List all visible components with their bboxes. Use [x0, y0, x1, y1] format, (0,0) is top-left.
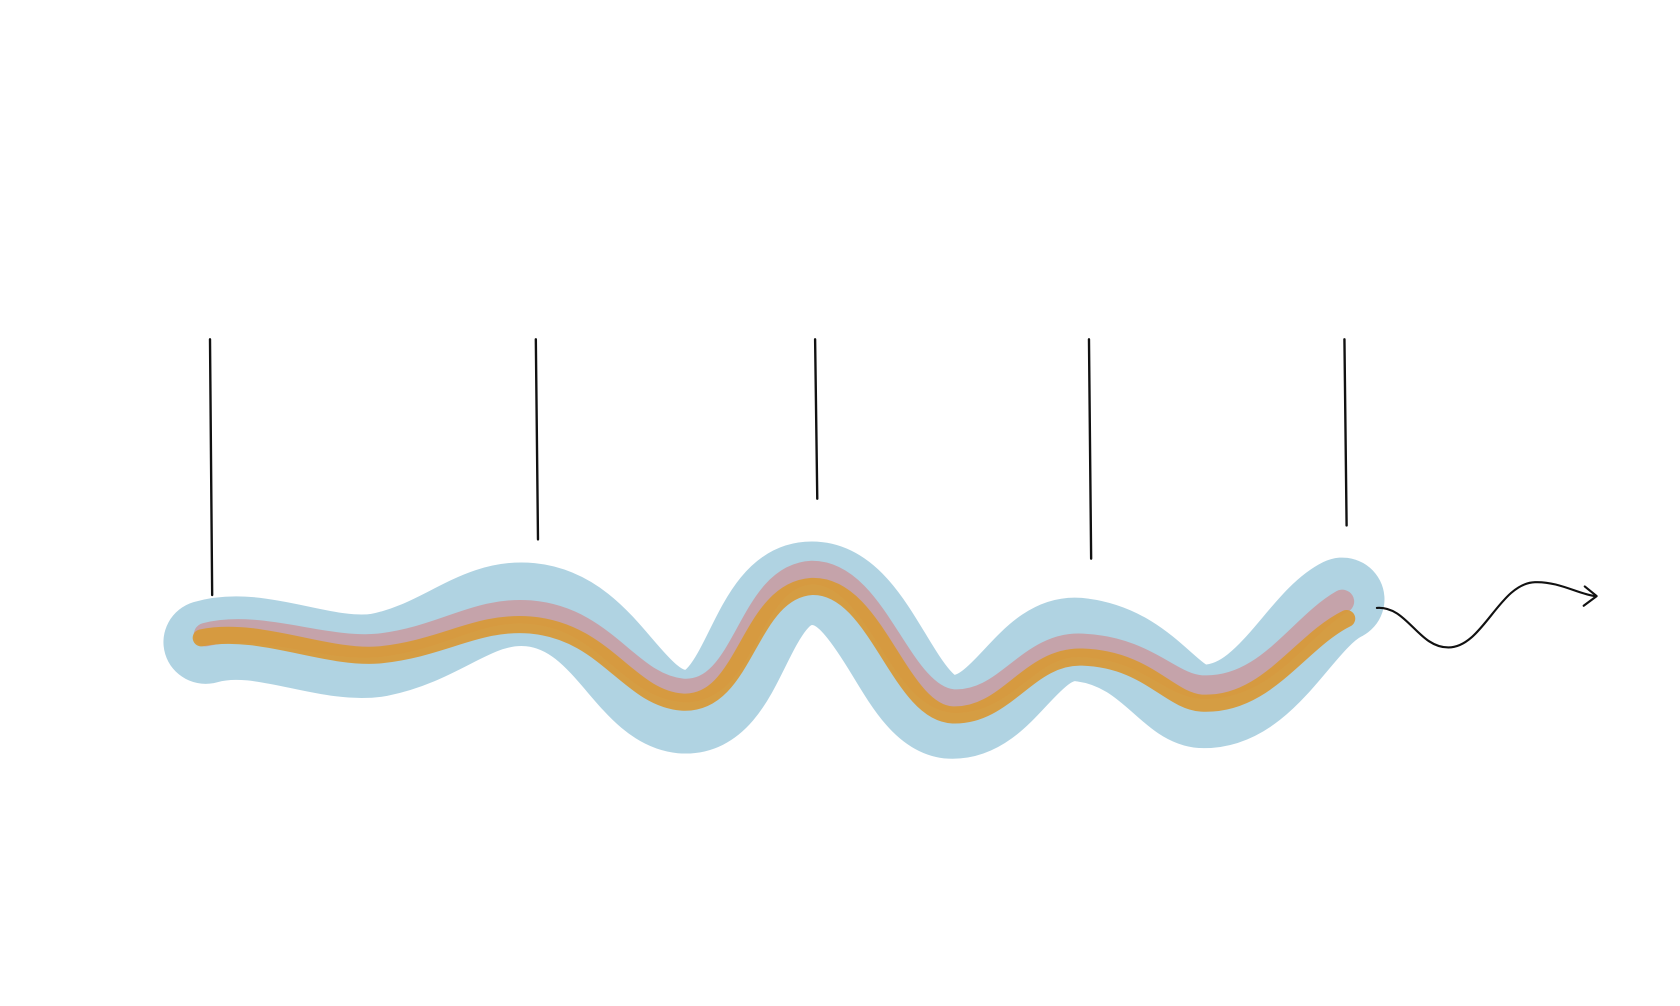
arrow [1375, 581, 1598, 649]
vertical-line-4 [1087, 338, 1093, 560]
vertical-line-5 [1343, 338, 1348, 527]
squiggle-arrow-line [1375, 581, 1597, 649]
wave-inner-band [192, 577, 1356, 724]
painted-wave [163, 541, 1385, 759]
wave-middle-band [193, 560, 1355, 713]
arrow-head-icon [1582, 585, 1598, 607]
vertical-line-2 [534, 338, 540, 541]
vertical-line-1 [208, 338, 214, 597]
vertical-line-3 [813, 338, 819, 500]
vertical-lines [208, 338, 1348, 597]
